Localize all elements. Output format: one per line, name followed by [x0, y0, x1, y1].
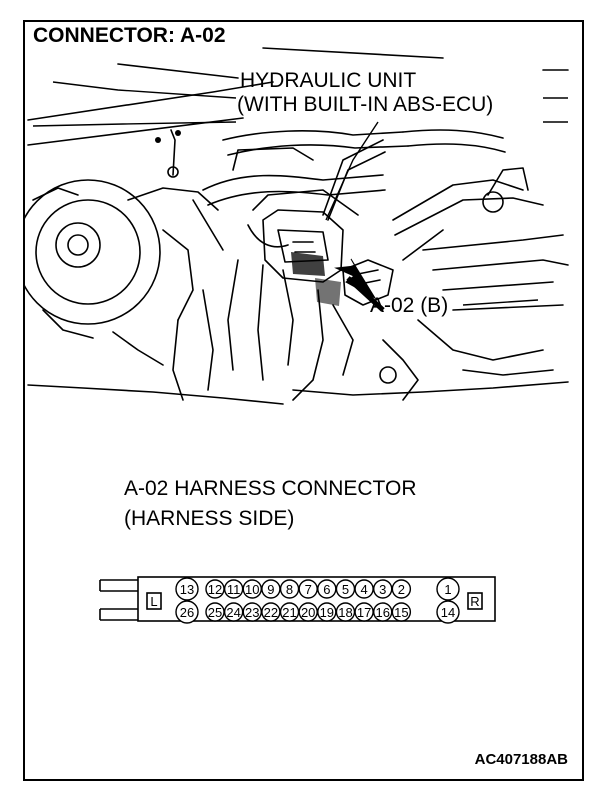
- harness-title: A-02 HARNESS CONNECTOR: [124, 477, 417, 500]
- pin-number: 22: [264, 605, 278, 620]
- engine-bay-illustration: [23, 47, 569, 405]
- top-row-pin-9: 9: [261, 579, 281, 599]
- pin-number: 5: [342, 582, 349, 597]
- pin-number: 21: [282, 605, 296, 620]
- top-row-pin-2: 2: [391, 579, 412, 599]
- hydraulic-unit-label: HYDRAULIC UNIT: [240, 69, 417, 92]
- pin-number: 10: [245, 582, 259, 597]
- abs-ecu-label: (WITH BUILT-IN ABS-ECU): [237, 93, 494, 116]
- top-row-pin-3: 3: [373, 579, 393, 599]
- pin-number: 11: [227, 582, 241, 597]
- top-row-pin-7: 7: [298, 579, 318, 599]
- pin-number: 12: [208, 582, 222, 597]
- connector-tag-label: A-02 (B): [370, 294, 449, 317]
- figure-code: AC407188AB: [474, 751, 568, 768]
- pin-number: 23: [245, 605, 259, 620]
- pin-number: 6: [323, 582, 330, 597]
- top-row-pin-13: 13: [175, 577, 199, 601]
- left-marker: L: [150, 594, 157, 609]
- pin-number: 1: [444, 582, 451, 597]
- pointer-arrow: [334, 258, 377, 300]
- top-row-pin-8: 8: [279, 579, 300, 599]
- top-row-pin-4: 4: [354, 579, 374, 599]
- pin-number: 14: [441, 605, 455, 620]
- bottom-row-pin-21: 21: [279, 602, 300, 622]
- pin-number: 24: [226, 605, 240, 620]
- top-row-pin-11: 11: [223, 579, 244, 599]
- pin-number: 2: [398, 582, 405, 597]
- top-row-pin-6: 6: [317, 579, 337, 599]
- bottom-row-pin-17: 17: [354, 602, 374, 622]
- pin-number: 20: [301, 605, 315, 620]
- bottom-row-pin-26: 26: [175, 600, 199, 624]
- bottom-row-pin-14: 14: [436, 600, 460, 624]
- pin-number: 4: [360, 582, 367, 597]
- pin-number: 18: [338, 605, 352, 620]
- bottom-row-pin-16: 16: [373, 602, 393, 622]
- pin-number: 13: [180, 582, 194, 597]
- pin-number: 16: [375, 605, 389, 620]
- harness-subtitle: (HARNESS SIDE): [124, 507, 295, 530]
- pin-number: 19: [320, 605, 334, 620]
- diagram-frame: [23, 20, 584, 781]
- top-row-pin-1: 1: [436, 577, 460, 601]
- bottom-row-pin-22: 22: [261, 602, 281, 622]
- pin-number: 25: [208, 605, 222, 620]
- bottom-row-pin-19: 19: [317, 602, 337, 622]
- bottom-row-pin-20: 20: [298, 602, 318, 622]
- pin-number: 9: [267, 582, 274, 597]
- top-row-pin-12: 12: [205, 579, 225, 599]
- bottom-row-pin-18: 18: [335, 602, 356, 622]
- pin-number: 3: [379, 582, 386, 597]
- connector-title: CONNECTOR: A-02: [33, 24, 226, 47]
- pin-number: 7: [305, 582, 312, 597]
- pin-number: 15: [394, 605, 408, 620]
- bottom-row-pin-24: 24: [223, 602, 244, 622]
- top-row-pin-10: 10: [242, 579, 262, 599]
- right-marker: R: [470, 594, 479, 609]
- bottom-row-pin-23: 23: [242, 602, 262, 622]
- pin-number: 17: [357, 605, 371, 620]
- pin-number: 26: [180, 605, 194, 620]
- pin-number: 8: [286, 582, 293, 597]
- bottom-row-pin-25: 25: [205, 602, 225, 622]
- top-row-pin-5: 5: [335, 579, 356, 599]
- bottom-row-pin-15: 15: [391, 602, 412, 622]
